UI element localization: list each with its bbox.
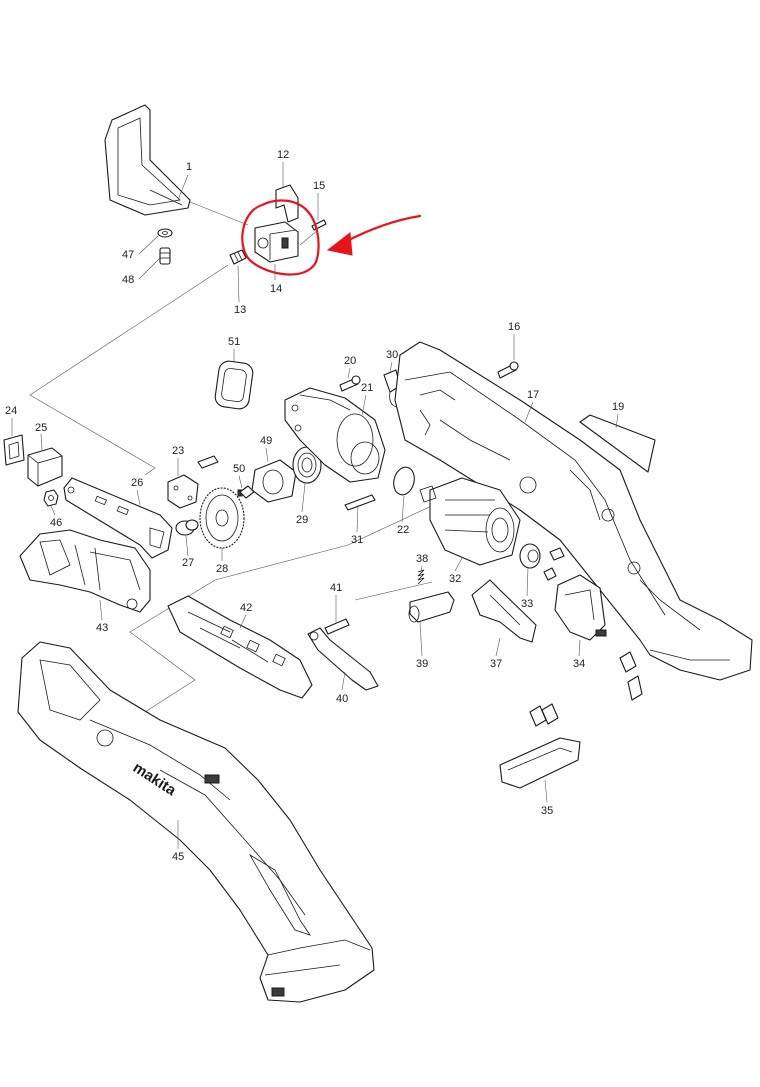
label-part-39: 39: [416, 658, 428, 670]
label-part-22: 22: [397, 524, 409, 536]
label-part-28: 28: [216, 563, 228, 575]
label-part-32: 32: [449, 573, 461, 585]
label-part-21: 21: [361, 382, 373, 394]
label-leader-ticks: [11, 162, 619, 849]
label-part-15: 15: [313, 180, 325, 192]
part-25-block: [27, 447, 63, 487]
part-40-lock-lever: [307, 627, 379, 691]
part-37-lever-cover: [471, 579, 537, 643]
part-35-terminal: [499, 703, 581, 789]
part-38-spring: [417, 569, 425, 585]
label-part-50: 50: [233, 463, 245, 475]
part-12-clip: [275, 184, 299, 223]
part-21-gear-housing: [284, 387, 386, 483]
label-part-37: 37: [490, 658, 502, 670]
part-43-head-housing: [19, 529, 151, 613]
part-33-bearing: [519, 543, 541, 569]
label-part-49: 49: [260, 435, 272, 447]
label-part-20: 20: [344, 355, 356, 367]
label-part-40: 40: [336, 693, 348, 705]
label-part-25: 25: [35, 422, 47, 434]
part-20-screw: [339, 375, 361, 392]
label-part-12: 12: [277, 149, 289, 161]
highlight-arrowhead: [326, 232, 353, 256]
label-part-13: 13: [234, 304, 246, 316]
label-part-33: 33: [521, 598, 533, 610]
part-27-bushing: [175, 519, 199, 536]
label-part-31: 31: [351, 534, 363, 546]
label-part-17: 17: [527, 389, 539, 401]
label-part-45: 45: [172, 851, 184, 863]
part-22-oring: [393, 466, 415, 496]
label-part-51: 51: [228, 336, 240, 348]
part-13-spacer: [229, 249, 247, 265]
highlight-arrow-shaft: [343, 214, 422, 244]
red-highlight-annotation: [241, 199, 422, 276]
label-part-19: 19: [612, 401, 624, 413]
part-1-hanger-bracket: [104, 104, 191, 216]
part-17-housing-half: [394, 341, 753, 681]
part-48-screw: [159, 247, 171, 265]
label-part-1: 1: [186, 161, 192, 173]
label-part-26: 26: [131, 477, 143, 489]
part-39-trigger: [408, 591, 455, 623]
part-24-label: [3, 434, 25, 466]
part-32-motor: [419, 477, 521, 566]
label-part-23: 23: [172, 445, 184, 457]
label-part-30: 30: [386, 349, 398, 361]
part-14-hook-block: [254, 221, 299, 263]
label-part-14: 14: [270, 283, 282, 295]
part-51-gasket: [214, 360, 254, 410]
label-part-34: 34: [573, 658, 585, 670]
part-34-switch: [554, 574, 607, 641]
label-part-47: 47: [122, 249, 134, 261]
part-23-plate: [167, 455, 219, 509]
label-part-35: 35: [541, 805, 553, 817]
part-number-labels: 1 12 13 14 15 16 17 19 20 21 22 23 24 25…: [5, 149, 624, 863]
label-part-38: 38: [416, 553, 428, 565]
part-16-screw: [497, 361, 519, 379]
part-19-label: [579, 414, 656, 473]
part-47-washer: [157, 228, 173, 238]
label-part-16: 16: [508, 321, 520, 333]
part-28-gear: [199, 487, 245, 549]
label-part-24: 24: [5, 405, 17, 417]
label-part-42: 42: [240, 602, 252, 614]
label-part-48: 48: [122, 274, 134, 286]
part-46-nut: [43, 489, 59, 507]
part-41-pin: [324, 618, 350, 635]
label-part-27: 27: [182, 557, 194, 569]
label-part-43: 43: [96, 622, 108, 634]
label-part-41: 41: [330, 582, 342, 594]
label-part-29: 29: [296, 514, 308, 526]
part-26-plate: [63, 477, 173, 559]
highlight-circle: [241, 199, 320, 276]
part-49-flange: [251, 459, 297, 503]
part-31-pin: [344, 494, 376, 511]
small-terminal-parts: [543, 547, 643, 701]
part-45-main-housing: makita: [17, 641, 375, 1003]
label-part-46: 46: [50, 517, 62, 529]
part-42-inner-frame: [167, 595, 313, 699]
